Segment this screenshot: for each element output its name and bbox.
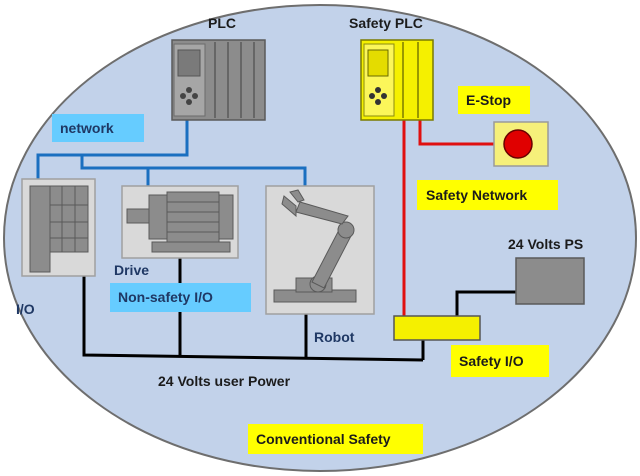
safety-io-label: Safety I/O [459, 353, 524, 369]
non-safety-io-label-box [110, 283, 251, 312]
network-label: network [60, 120, 114, 136]
e-stop-button [493, 121, 549, 167]
safety-plc-device [360, 39, 434, 121]
robot-label: Robot [314, 329, 355, 345]
network-lines [36, 120, 307, 186]
power-lines [82, 258, 516, 362]
io-module [21, 178, 96, 277]
safety-network-lines [402, 120, 494, 316]
conventional-safety-label: Conventional Safety [256, 431, 391, 447]
drive-device [121, 185, 239, 259]
network-label-box [52, 114, 144, 142]
safety-io-module [393, 315, 481, 341]
e-stop-label-box [458, 86, 530, 114]
safety-network-label-box [417, 180, 558, 210]
user-power-label: 24 Volts user Power [158, 373, 291, 389]
volts-ps-label: 24 Volts PS [508, 236, 583, 252]
io-label: I/O [16, 301, 35, 317]
plc-device [171, 39, 266, 121]
safety-network-label: Safety Network [426, 187, 527, 203]
e-stop-label: E-Stop [466, 92, 511, 108]
safety-plc-label: Safety PLC [349, 15, 423, 31]
plc-label: PLC [208, 15, 236, 31]
power-supply-box [515, 257, 585, 305]
robot-device [265, 185, 375, 315]
non-safety-io-label: Non-safety I/O [118, 289, 213, 305]
drive-label: Drive [114, 262, 149, 278]
safety-io-label-box [451, 345, 549, 377]
conventional-safety-label-box [248, 424, 423, 454]
